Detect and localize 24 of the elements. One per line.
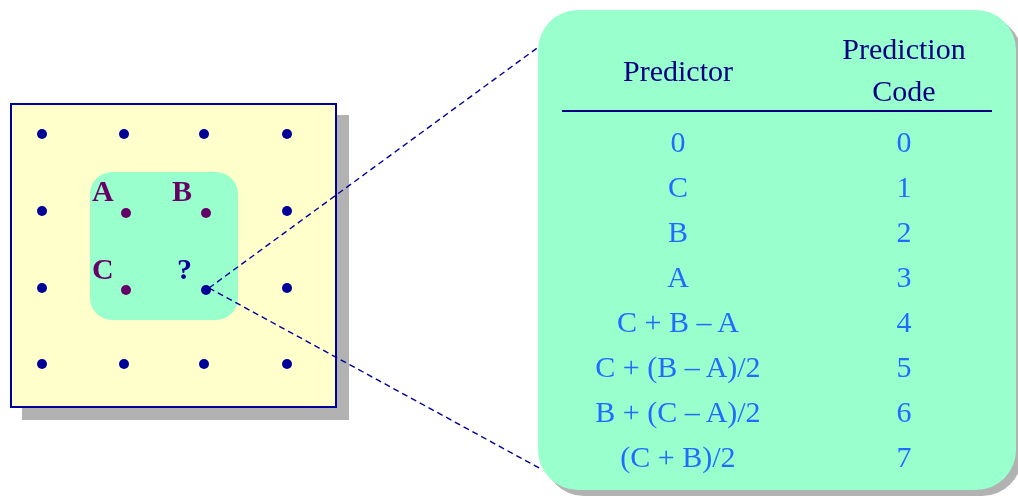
pixel-letter: B — [172, 174, 192, 208]
table-cell-text: 3 — [895, 260, 913, 294]
table-cell-text: 5 — [895, 350, 913, 384]
table-cell-text: C — [667, 170, 689, 204]
pixel-letter: C — [92, 252, 114, 286]
pixel-letter: ? — [177, 252, 192, 286]
table-cell-text: A — [666, 260, 690, 294]
table-cell-text: 1 — [895, 170, 913, 204]
column-header: Prediction Code — [841, 31, 967, 109]
neighborhood-window — [90, 172, 238, 320]
table-cell-text: 0 — [669, 125, 687, 159]
table-cell-text: 0 — [895, 125, 913, 159]
dashed-leader-line — [208, 287, 541, 470]
table-cell-text: 6 — [895, 395, 913, 429]
table-cell-text: (C + B)/2 — [619, 440, 737, 474]
table-cell-text: B + (C – A)/2 — [594, 395, 762, 429]
table-cell-text: B — [667, 215, 689, 249]
table-cell-text: C + B – A — [616, 305, 740, 339]
table-cell-text: C + (B – A)/2 — [594, 350, 762, 384]
column-header: Predictor — [622, 53, 734, 89]
table-cell-text: 4 — [895, 305, 913, 339]
pixel-letter: A — [92, 174, 114, 208]
table-cell-text: 2 — [895, 215, 913, 249]
table-cell-text: 7 — [895, 440, 913, 474]
